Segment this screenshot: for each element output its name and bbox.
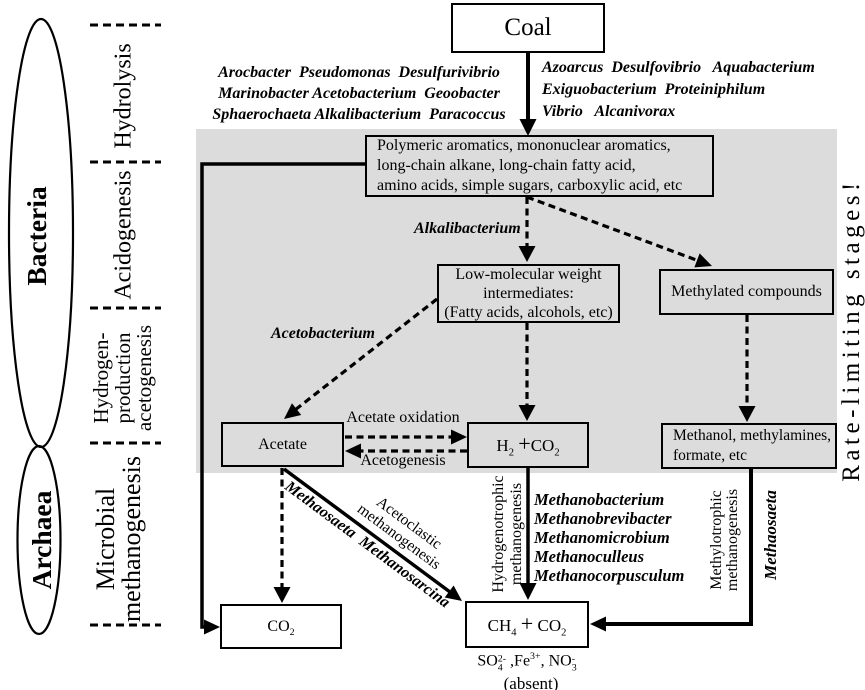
arrow-methanol-to-ch4 <box>606 469 753 626</box>
hydrolysis-bacteria-right: Azoarcus Desulfovibrio Aquabacterium Exi… <box>542 59 815 120</box>
arrowhead-lowmol-to-acetate <box>284 403 302 419</box>
arrow-polymeric-to-co2 <box>200 162 365 629</box>
archaea-ellipse <box>16 444 62 636</box>
stage-label-hydrolysis: Hydrolysis <box>110 43 137 149</box>
ch4-co2-label: CH4 + CO2 <box>487 610 567 638</box>
coal-box: Coal <box>451 3 605 53</box>
stage-label-hydrogen-production: Hydrogen- production acetogenesis <box>88 324 156 432</box>
arrowhead-methylated-to-methanol <box>738 406 756 422</box>
alkalibacterium-label: Alkalibacterium <box>414 220 521 237</box>
rate-limiting-label: Rate-limiting stages! <box>838 178 865 482</box>
h2-co2-box: H2 +CO2 <box>467 422 589 468</box>
stage-label-microbial-methanogenesis: Microbial methanogenesis <box>91 455 146 623</box>
ch4-co2-box: CH4 + CO2 <box>465 601 589 648</box>
polymeric-box: Polymeric aromatics, mononuclear aromati… <box>365 135 714 197</box>
low-molecular-box-label: Low-molecular weight intermediates: (Fat… <box>444 266 613 321</box>
arrowhead-h2co2-to-acetate <box>345 443 361 459</box>
arrowhead-acetate-to-h2co2 <box>451 429 467 445</box>
arrowhead-polymeric-to-lowmol <box>518 246 536 262</box>
methanol-box-label: Methanol, methylamines, formate, etc <box>673 427 831 464</box>
methylotrophic-methanogenesis-label: Methylotrophic methanogenesis <box>708 488 741 592</box>
hydrogenotrophic-methanogenesis-label: Hydrogenotrophic methanogenesis <box>490 475 525 593</box>
hydrolysis-bacteria-left: Arocbacter Pseudomonas Desulfurivibrio M… <box>212 64 506 123</box>
methanosaeta-vertical-label: Methaosaeta <box>761 490 780 580</box>
coal-box-label: Coal <box>504 14 552 41</box>
acetogenesis-label: Acetogenesis <box>360 452 446 469</box>
arrowhead-acetate-to-ch4 <box>444 585 462 601</box>
co2-label: CO2 <box>267 617 295 638</box>
stage-label-acidogenesis: Acidogenesis <box>110 170 137 300</box>
arrowhead-lowmol-to-h2co2 <box>518 405 536 421</box>
arrowhead-polymeric-to-co2 <box>204 619 220 635</box>
acetate-box: Acetate <box>221 422 344 467</box>
arrow-acetate-to-ch4 <box>282 467 454 595</box>
absent-label: (absent) <box>503 674 559 690</box>
methanol-box: Methanol, methylamines, formate, etc <box>661 423 837 469</box>
archaea-domain-label: Archaea <box>26 490 57 590</box>
arrow-polymeric-to-methylated <box>526 195 700 263</box>
arrow-lowmol-to-acetate <box>294 297 438 412</box>
bacteria-domain-label: Bacteria <box>21 186 52 286</box>
polymeric-box-label: Polymeric aromatics, mononuclear aromati… <box>377 137 683 194</box>
acetate-label: Acetate <box>258 435 307 453</box>
h2-co2-label: H2 +CO2 <box>496 431 560 459</box>
arrowhead-methanol-to-ch4 <box>590 616 606 632</box>
co2-box: CO2 <box>220 604 342 649</box>
hydrogenotrophic-genera-list: Methanobacterium Methanobrevibacter Meth… <box>534 490 685 585</box>
low-molecular-box: Low-molecular weight intermediates: (Fat… <box>437 264 620 323</box>
acetobacterium-label: Acetobacterium <box>271 325 375 342</box>
methylated-compounds-box: Methylated compounds <box>659 269 834 315</box>
arrowhead-acetate-to-co2 <box>273 587 291 603</box>
arrowhead-coal-to-polymeric <box>519 119 537 136</box>
methylated-compounds-label: Methylated compounds <box>671 283 822 300</box>
acetate-oxidation-label: Acetate oxidation <box>346 409 460 426</box>
arrowhead-h2co2-to-ch4 <box>519 583 537 600</box>
arrowhead-polymeric-to-methylated <box>694 253 712 268</box>
